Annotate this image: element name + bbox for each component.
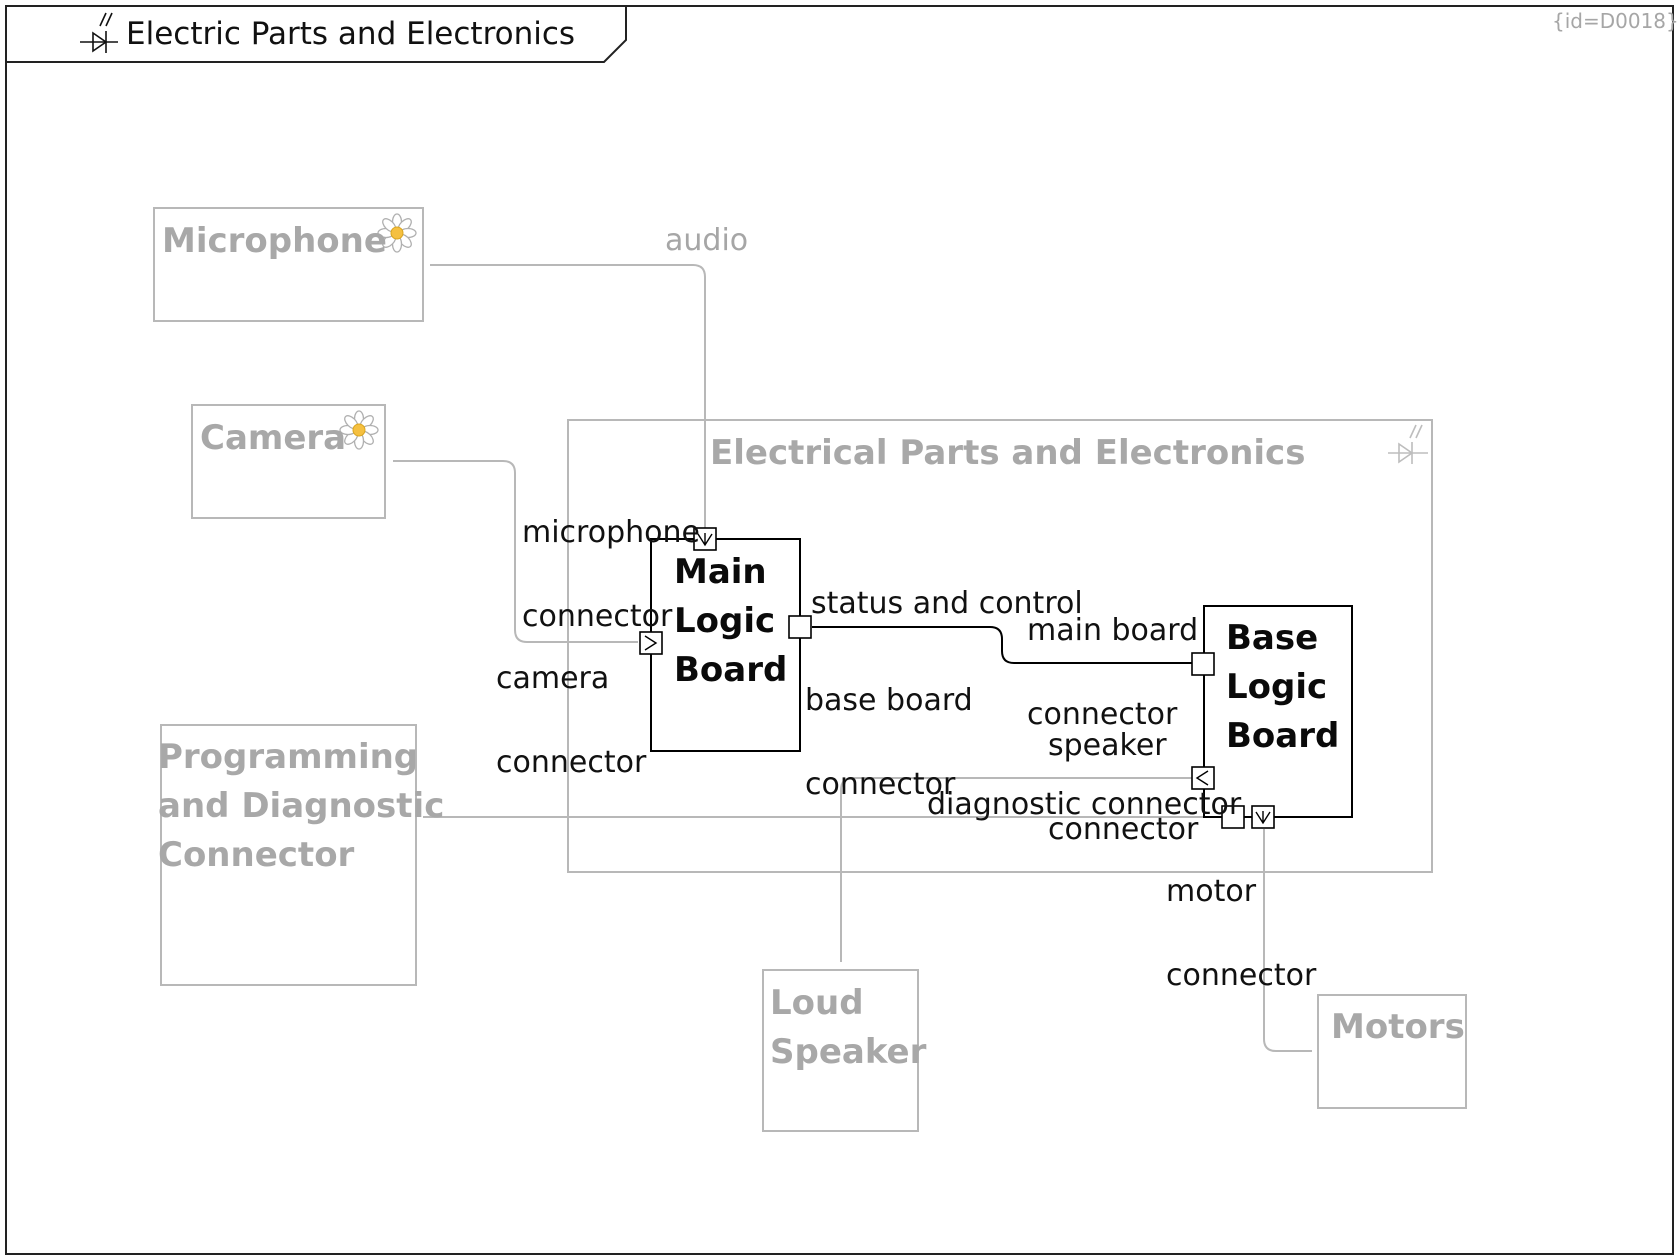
loud-speaker-name: Loud Speaker [770,979,926,1077]
base-logic-board-block[interactable] [1203,605,1353,818]
motors-block[interactable] [1317,994,1467,1109]
microphone-connector-line-1: microphone [522,515,700,550]
loud-speaker-line-2: Speaker [770,1032,927,1072]
frame-title: Electric Parts and Electronics [126,16,576,52]
base-board-connector-port[interactable] [788,615,812,639]
status-and-control-label: status and control [811,586,1083,621]
speaker-connector-line-2: connector [1048,812,1199,847]
diagram-id: {id=D0018} [1552,9,1679,33]
speaker-connector-line-1: speaker [1048,728,1167,763]
status-and-control-line[interactable] [812,626,1192,664]
frame-title-tab [6,6,627,63]
outer-frame [5,5,1674,1255]
base-board-connector-label: base board connector [805,638,973,848]
electrical-parts-name: Electrical Parts and Electronics [710,433,1306,473]
programming-name-line-1: Programming [158,737,419,777]
programming-connector-block[interactable] [160,724,417,986]
speaker-connector-label: speaker connector [1048,683,1198,893]
microphone-connector-port[interactable] [693,527,717,551]
base-board-connector-line-2: connector [805,767,956,802]
camera-flower-icon [339,410,379,450]
motor-connector-port[interactable] [1251,805,1275,829]
main-logic-line-1: Main [674,552,767,592]
microphone-name: Microphone [162,221,387,261]
programming-name-line-3: Connector [158,835,355,875]
camera-connector-line-2: connector [496,745,647,780]
programming-name-line-2: and Diagnostic [158,786,445,826]
container-diode-icon [1388,424,1428,464]
loud-speaker-line-1: Loud [770,983,864,1023]
electrical-parts-container[interactable] [567,419,1433,873]
base-logic-line-2: Logic [1226,667,1328,707]
main-logic-board-name: Main Logic Board [674,548,787,695]
base-logic-line-3: Board [1226,716,1340,756]
base-logic-board-name: Base Logic Board [1226,614,1339,761]
speaker-connector-port[interactable] [1191,766,1215,790]
camera-connector-line-1: camera [496,661,610,696]
motor-connection-line[interactable] [1263,829,1312,1052]
camera-name: Camera [200,418,347,458]
main-board-connector-label: main board connector [1027,568,1198,778]
speaker-connection-line[interactable] [840,777,1192,962]
microphone-flower-icon [377,213,417,253]
main-board-connector-line-1: main board [1027,613,1199,648]
motor-connector-line-1: motor [1166,874,1257,909]
main-logic-board-block[interactable] [650,538,801,752]
audio-connection-line[interactable] [430,264,706,528]
camera-connector-label: camera connector [496,616,646,826]
microphone-connector-line-2: connector [522,599,673,634]
diagnostic-connector-label: diagnostic connector [927,787,1242,822]
main-logic-line-3: Board [674,650,788,690]
base-logic-line-1: Base [1226,618,1319,658]
microphone-connector-label: microphone connector [522,470,700,680]
camera-connector-port[interactable] [639,631,663,655]
microphone-block[interactable] [153,207,424,322]
camera-connection-line[interactable] [393,460,638,643]
loud-speaker-block[interactable] [762,969,919,1132]
camera-block[interactable] [191,404,386,519]
motors-name: Motors [1331,1007,1465,1047]
programming-connector-name: Programming and Diagnostic Connector [158,733,444,880]
diagnostic-connector-port[interactable] [1221,805,1245,829]
frame-diode-icon [80,12,118,53]
base-board-connector-line-1: base board [805,683,973,718]
audio-label: audio [665,223,749,258]
main-board-connector-line-2: connector [1027,697,1178,732]
motor-connector-line-2: connector [1166,958,1317,993]
main-board-connector-port[interactable] [1191,652,1215,676]
main-logic-line-2: Logic [674,601,776,641]
motor-connector-label: motor connector [1166,829,1316,1039]
